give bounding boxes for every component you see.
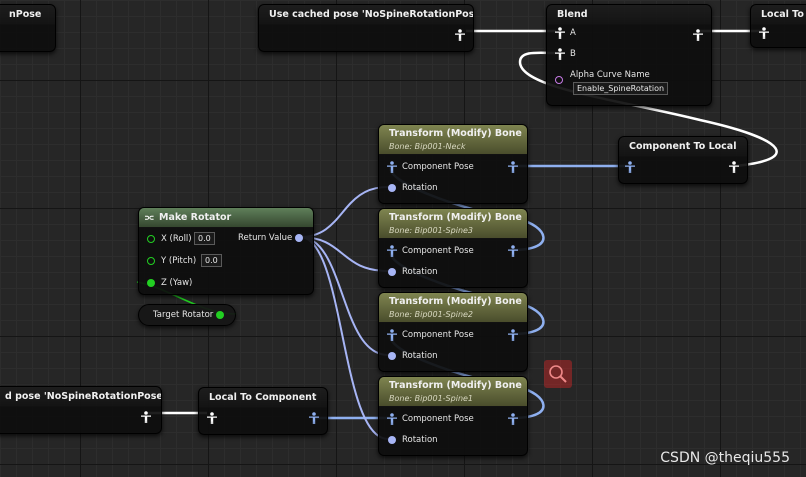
component-pose-label: Component Pose	[402, 414, 474, 424]
component-pose-input-pin[interactable]	[387, 161, 397, 173]
node-title: Blend	[547, 5, 711, 25]
target-rotator-variable[interactable]: Target Rotator	[138, 304, 236, 326]
make-rotator-node[interactable]: ⫗ Make Rotator X (Roll) 0.0 Y (Pitch) 0.0…	[138, 207, 314, 295]
rotation-input-pin[interactable]	[388, 268, 396, 276]
transform-bone-node-neck[interactable]: Transform (Modify) Bone Bone: Bip001-Nec…	[378, 124, 528, 204]
node-header: Transform (Modify) Bone Bone: Bip001-Spi…	[379, 209, 527, 239]
local-to-component-node[interactable]: Local To Component	[198, 387, 328, 435]
pose-output-pin[interactable]	[729, 161, 739, 173]
rotation-label: Rotation	[402, 435, 438, 445]
component-to-local-node[interactable]: Component To Local	[618, 136, 748, 184]
x-roll-label: X (Roll)	[161, 234, 192, 244]
node-title: nPose	[0, 5, 55, 25]
function-icon: ⫗	[145, 212, 154, 223]
blend-node[interactable]: Blend A B Alpha Curve Name Enable_SpineR…	[546, 4, 712, 106]
x-roll-input-pin[interactable]	[147, 235, 155, 243]
z-yaw-label: Z (Yaw)	[161, 278, 193, 288]
node-title: Local To C	[751, 5, 806, 25]
component-pose-output-pin[interactable]	[309, 412, 319, 424]
transform-bone-node-spine3[interactable]: Transform (Modify) Bone Bone: Bip001-Spi…	[378, 208, 528, 288]
x-roll-value[interactable]: 0.0	[194, 232, 215, 245]
bone-name: Bone: Bip001-Neck	[389, 142, 466, 151]
component-pose-label: Component Pose	[402, 246, 474, 256]
node-title: Transform (Modify) Bone	[389, 296, 522, 307]
watermark-text: CSDN @theqiu555	[660, 450, 790, 466]
alpha-curve-value[interactable]: Enable_SpineRotation	[573, 82, 669, 95]
use-cached-pose-node-top[interactable]: Use cached pose 'NoSpineRotationPose'	[258, 4, 474, 52]
rotation-label: Rotation	[402, 351, 438, 361]
partial-pose-node[interactable]: nPose	[0, 4, 56, 52]
component-pose-label: Component Pose	[402, 162, 474, 172]
y-pitch-label: Y (Pitch)	[161, 256, 197, 266]
component-pose-output-pin[interactable]	[508, 329, 518, 341]
node-title: Transform (Modify) Bone	[389, 212, 522, 223]
node-header: Transform (Modify) Bone Bone: Bip001-Nec…	[379, 125, 527, 155]
node-title: Transform (Modify) Bone	[389, 128, 522, 139]
component-pose-input-pin[interactable]	[387, 245, 397, 257]
pin-b-label: B	[570, 49, 576, 59]
rotation-input-pin[interactable]	[388, 352, 396, 360]
component-pose-input-pin[interactable]	[387, 329, 397, 341]
rotation-label: Rotation	[402, 267, 438, 277]
return-value-label: Return Value	[238, 233, 293, 243]
bone-name: Bone: Bip001-Spine3	[389, 226, 474, 235]
local-to-component-node-top[interactable]: Local To C	[750, 4, 806, 48]
node-title: Transform (Modify) Bone	[389, 380, 522, 391]
node-title: d pose 'NoSpineRotationPose'	[0, 387, 161, 407]
use-cached-pose-node-bottom[interactable]: d pose 'NoSpineRotationPose'	[0, 386, 162, 434]
node-title: Local To Component	[199, 388, 327, 408]
node-title: Use cached pose 'NoSpineRotationPose'	[259, 5, 473, 25]
rotation-label: Rotation	[402, 183, 438, 193]
alpha-curve-label: Alpha Curve Name	[570, 70, 650, 80]
return-value-output-pin[interactable]	[295, 234, 303, 242]
transform-bone-node-spine2[interactable]: Transform (Modify) Bone Bone: Bip001-Spi…	[378, 292, 528, 372]
component-pose-output-pin[interactable]	[508, 161, 518, 173]
component-pose-input-pin[interactable]	[625, 161, 635, 173]
target-rotator-output-pin[interactable]	[216, 311, 224, 319]
y-pitch-input-pin[interactable]	[147, 257, 155, 265]
component-pose-input-pin[interactable]	[387, 413, 397, 425]
node-header: Transform (Modify) Bone Bone: Bip001-Spi…	[379, 293, 527, 323]
transform-bone-node-spine1[interactable]: Transform (Modify) Bone Bone: Bip001-Spi…	[378, 376, 528, 456]
pose-output-pin[interactable]	[141, 411, 151, 423]
alpha-curve-name-pin[interactable]	[555, 76, 563, 84]
pin-a-label: A	[570, 28, 576, 38]
component-pose-output-pin[interactable]	[508, 245, 518, 257]
pose-output-pin[interactable]	[693, 29, 703, 41]
rotation-input-pin[interactable]	[388, 436, 396, 444]
pose-input-pin[interactable]	[759, 27, 769, 39]
node-header: Transform (Modify) Bone Bone: Bip001-Spi…	[379, 377, 527, 407]
variable-label: Target Rotator	[153, 310, 214, 320]
bone-name: Bone: Bip001-Spine2	[389, 310, 474, 319]
y-pitch-value[interactable]: 0.0	[201, 254, 222, 267]
z-yaw-input-pin[interactable]	[147, 279, 155, 287]
bone-name: Bone: Bip001-Spine1	[389, 394, 474, 403]
search-icon[interactable]	[544, 360, 572, 388]
pose-input-pin-b[interactable]	[555, 48, 565, 60]
node-title: Component To Local	[619, 137, 747, 157]
component-pose-label: Component Pose	[402, 330, 474, 340]
component-pose-output-pin[interactable]	[508, 413, 518, 425]
node-header: ⫗ Make Rotator	[139, 208, 313, 228]
rotation-input-pin[interactable]	[388, 184, 396, 192]
pose-input-pin[interactable]	[207, 412, 217, 424]
pose-input-pin-a[interactable]	[555, 27, 565, 39]
pose-output-pin[interactable]	[455, 29, 465, 41]
node-title: Make Rotator	[159, 212, 232, 223]
